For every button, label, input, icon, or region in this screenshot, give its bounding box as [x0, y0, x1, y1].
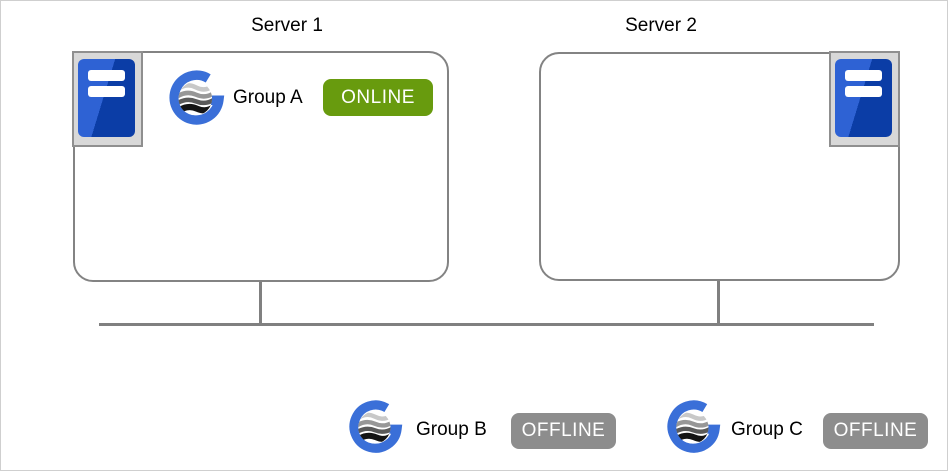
tower-slot-bar [88, 70, 125, 81]
network-bus-line [99, 323, 874, 326]
group-c-status-badge: OFFLINE [823, 413, 928, 449]
server2-title: Server 2 [625, 15, 697, 36]
server2-tower-icon [829, 51, 900, 147]
server1-connector-line [259, 282, 262, 324]
tower-slot-bar [845, 70, 882, 81]
group-a-label: Group A [233, 87, 303, 108]
server-tower-glyph [78, 59, 135, 137]
server1-tower-icon [72, 51, 143, 147]
server-tower-glyph [835, 59, 892, 137]
server1-title: Server 1 [251, 15, 323, 36]
tower-slot-bar [88, 86, 125, 97]
group-c-globe-logo-icon [667, 400, 721, 454]
tower-slot-bar [845, 86, 882, 97]
group-a-globe-logo-icon [169, 70, 225, 126]
server2-connector-line [717, 281, 720, 324]
group-c-label: Group C [731, 419, 803, 440]
group-a-status-badge: ONLINE [323, 79, 433, 116]
group-b-label: Group B [416, 419, 487, 440]
group-b-globe-logo-icon [349, 400, 403, 454]
group-b-status-badge: OFFLINE [511, 413, 616, 449]
